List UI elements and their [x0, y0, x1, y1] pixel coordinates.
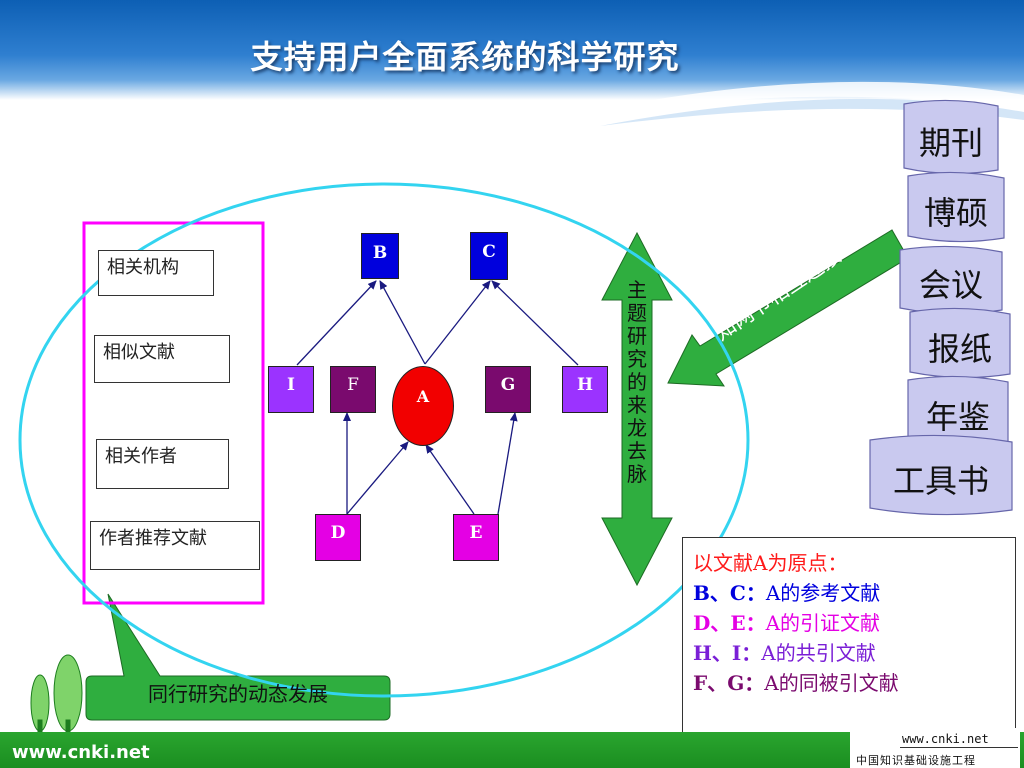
legend-line-cocited: H、I：A的共引文献	[693, 638, 1005, 668]
node-b[interactable]: B	[361, 233, 399, 279]
related-authors-box[interactable]: 相关作者	[96, 439, 229, 489]
brand-box	[850, 728, 1020, 768]
legend-line-reference: B、C：A的参考文献	[693, 578, 1005, 608]
tab-reference-books[interactable]: 工具书	[892, 462, 989, 500]
author-recommended-box[interactable]: 作者推荐文献	[90, 521, 260, 570]
tab-newspapers[interactable]: 报纸	[927, 330, 992, 368]
slide-title: 支持用户全面系统的科学研究	[250, 38, 680, 76]
legend-nodes-fg: F、G：	[693, 671, 765, 695]
related-panel-frame	[82, 221, 265, 605]
node-c[interactable]: C	[470, 232, 508, 280]
brand-project-name: 中国知识基础设施工程	[856, 754, 976, 767]
link-callout-arrow	[667, 229, 909, 387]
node-e[interactable]: E	[453, 514, 499, 561]
node-a[interactable]: A	[392, 366, 454, 446]
tab-conferences[interactable]: 会议	[918, 266, 983, 304]
related-institutions-box[interactable]: 相关机构	[98, 250, 214, 296]
legend-desc-fg: A的同被引文献	[764, 671, 899, 695]
brand-url: www.cnki.net	[902, 732, 989, 746]
legend-heading: 以文献A为原点：	[693, 551, 848, 575]
node-d[interactable]: D	[315, 514, 361, 561]
legend-nodes-de: D、E：	[693, 611, 766, 635]
tab-journals[interactable]: 期刊	[918, 124, 983, 162]
legend-line-citing: D、E：A的引证文献	[693, 608, 1005, 638]
legend-desc-hi: A的共引文献	[761, 641, 876, 665]
node-g[interactable]: G	[485, 366, 531, 413]
similar-literature-box[interactable]: 相似文献	[94, 335, 230, 383]
tab-yearbooks[interactable]: 年鉴	[925, 398, 990, 436]
peer-callout-shape	[85, 593, 391, 721]
peer-research-label: 同行研究的动态发展	[148, 682, 328, 706]
legend-nodes-hi: H、I：	[693, 641, 762, 665]
tree-icons	[30, 654, 83, 739]
legend-line-cocitedby: F、G：A的同被引文献	[693, 668, 1005, 698]
brand-divider	[900, 747, 1018, 748]
node-h[interactable]: H	[562, 366, 608, 413]
node-i[interactable]: I	[268, 366, 314, 413]
node-f[interactable]: F	[330, 366, 376, 413]
legend-desc-de: A的引证文献	[765, 611, 881, 635]
focus-ellipse	[18, 182, 750, 698]
footer-site-url[interactable]: www.cnki.net	[12, 742, 150, 763]
topic-lineage-label: 主题研究的来龙去脉	[627, 278, 647, 486]
tab-theses[interactable]: 博硕	[923, 194, 988, 232]
legend-box: 以文献A为原点： B、C：A的参考文献 D、E：A的引证文献 H、I：A的共引文…	[682, 537, 1016, 734]
legend-nodes-bc: B、C：	[693, 581, 766, 605]
vertical-double-arrow	[601, 231, 673, 587]
legend-desc-bc: A的参考文献	[765, 581, 881, 605]
